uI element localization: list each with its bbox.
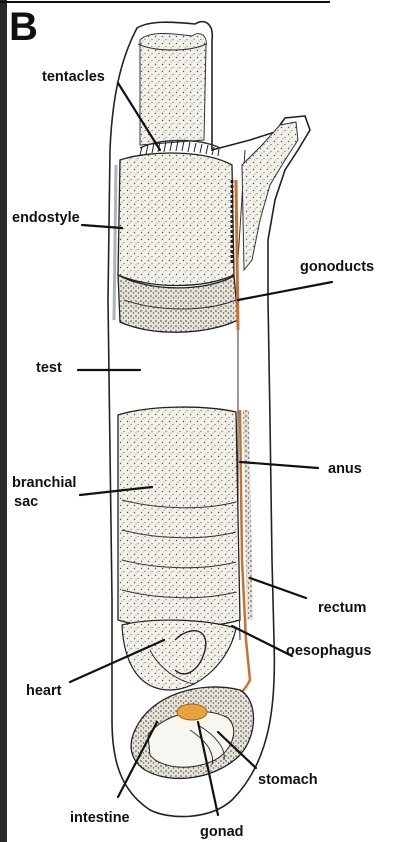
leader-oesophagus [232,626,292,656]
heart-organ [122,620,236,690]
leader-rectum [250,578,306,598]
atrial-siphon [242,122,298,270]
label-oesophagus: oesophagus [286,643,371,659]
gut-loop [131,687,253,778]
label-tentacles: tentacles [42,69,105,85]
label-intestine: intestine [70,810,130,826]
endostyle-ridge [114,165,116,320]
gonad-organ [177,704,207,720]
label-sac: sac [14,494,38,510]
label-gonad: gonad [200,824,244,840]
label-rectum: rectum [318,600,366,616]
gonoduct-upper [236,180,238,330]
label-endostyle: endostyle [12,210,80,226]
label-stomach: stomach [258,772,318,788]
rectum-wall [246,410,250,620]
lower-branchial-sac [118,407,240,627]
label-test: test [36,360,62,376]
leader-anus [240,462,318,468]
panel-letter: B [9,5,38,49]
upper-branchial-block [118,153,238,332]
label-gonoducts: gonoducts [300,259,374,275]
label-branchial: branchial [12,475,76,491]
leader-gonoducts [238,282,332,300]
label-heart: heart [26,683,62,699]
left-frame-strip [0,0,7,842]
oral-siphon [138,34,206,146]
label-anus: anus [328,461,362,477]
